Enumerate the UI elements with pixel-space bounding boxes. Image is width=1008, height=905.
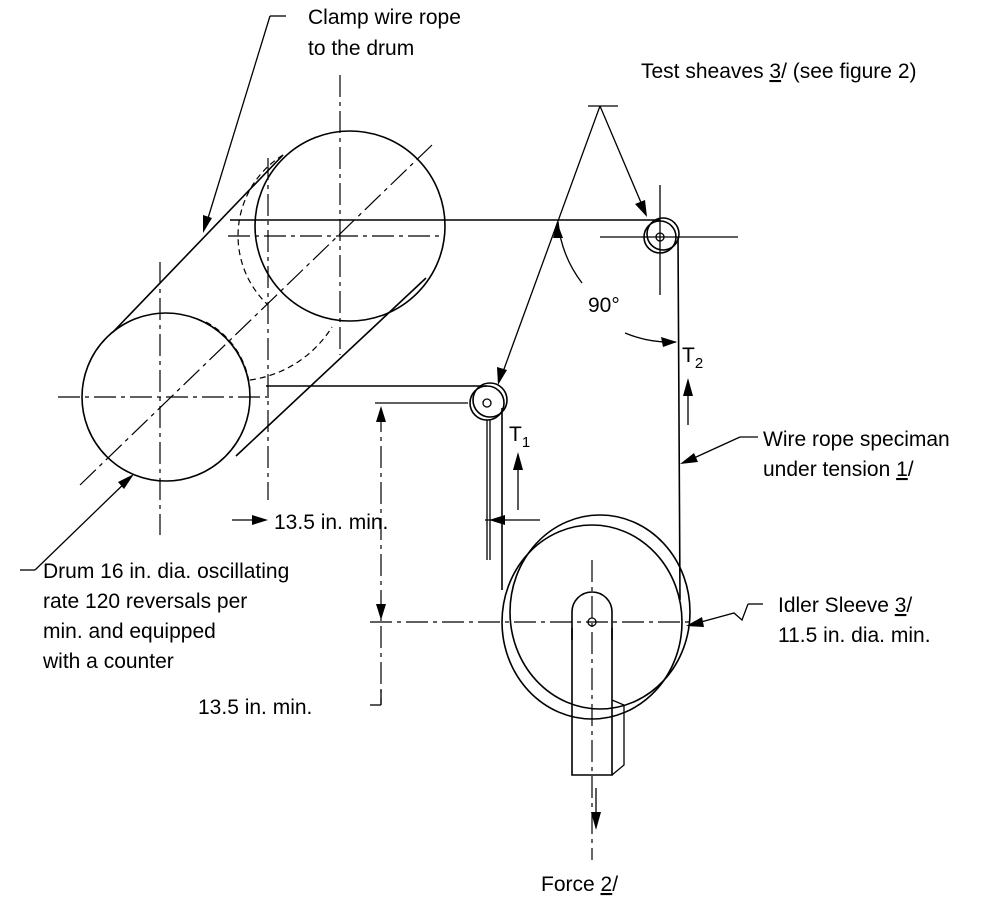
leader-lines xyxy=(20,15,763,627)
idler-label-line1: Idler Sleeve 3/ xyxy=(778,594,912,617)
drum-hidden-edge-front xyxy=(205,321,251,391)
force-arrow xyxy=(591,788,601,830)
drum-hidden-edge xyxy=(237,154,284,306)
horizontal-dimension xyxy=(232,420,540,560)
test-sheaves-label: Test sheaves 3/ (see figure 2) xyxy=(641,60,917,83)
t2-arrow xyxy=(683,378,693,425)
drum-edge-top xyxy=(112,154,284,333)
t2-label: T2 xyxy=(682,344,703,372)
clamp-label-line2: to the drum xyxy=(308,37,414,60)
wire-label-line1: Wire rope speciman xyxy=(763,428,950,451)
vertical-dimension xyxy=(370,402,468,706)
wire-rope xyxy=(230,219,681,601)
drum-hidden-edge-lower xyxy=(249,326,333,381)
drum-back-face xyxy=(254,130,446,322)
t1-arrow xyxy=(513,452,523,510)
drum-axis xyxy=(79,144,433,486)
angle-arc xyxy=(553,221,677,347)
wire-label-line2: under tension 1/ xyxy=(763,458,914,481)
horizontal-dimension-label: 13.5 in. min. xyxy=(274,511,388,534)
drum-label-line3: min. and equipped xyxy=(43,620,216,643)
idler-label-line2: 11.5 in. dia. min. xyxy=(778,624,931,647)
vertical-dimension-label: 13.5 in. min. xyxy=(198,696,312,719)
drum-label-line4: with a counter xyxy=(42,650,174,673)
idler-sleeve xyxy=(370,514,691,860)
drum xyxy=(58,75,446,535)
drum-label-line2: rate 120 reversals per xyxy=(43,590,247,613)
clamp-label-line1: Clamp wire rope xyxy=(308,6,461,29)
t1-label: T1 xyxy=(509,423,530,451)
drum-edge-bottom xyxy=(235,277,427,457)
drum-label-line1: Drum 16 in. dia. oscillating xyxy=(43,560,289,583)
force-label: Force 2/ xyxy=(541,873,618,896)
upper-test-sheave xyxy=(600,185,738,295)
angle-label: 90° xyxy=(588,294,620,317)
